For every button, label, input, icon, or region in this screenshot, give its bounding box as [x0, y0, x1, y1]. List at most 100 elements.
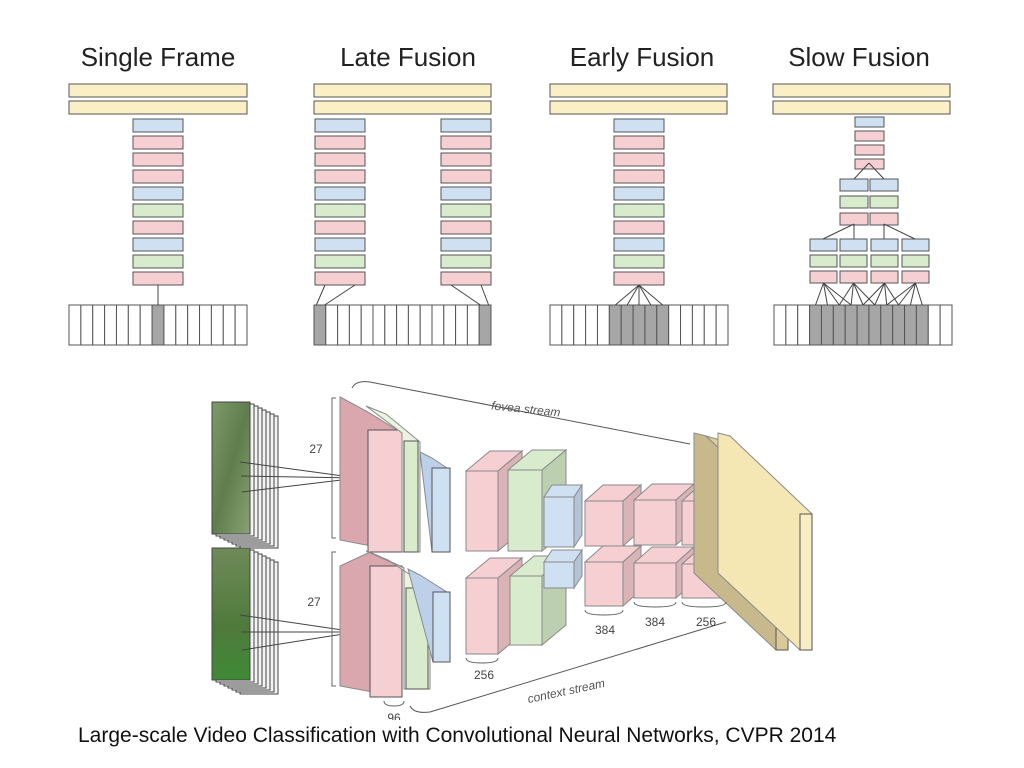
caption: Large-scale Video Classification with Co…	[78, 724, 837, 747]
frame-single-frame	[210, 304, 224, 346]
context-stream-label: context stream	[526, 676, 606, 706]
layer-late-fusion-right	[440, 237, 492, 252]
frame-slow-fusion	[785, 304, 799, 346]
layer-slow-fusion-low	[809, 254, 838, 268]
frame-single-frame	[151, 304, 165, 346]
frame-early-fusion	[561, 304, 575, 346]
frame-late-fusion	[384, 304, 398, 346]
frame-late-fusion	[466, 304, 480, 346]
layer-slow-fusion-mid	[869, 212, 899, 226]
connector-late	[315, 284, 326, 306]
frame-late-fusion	[313, 304, 327, 346]
bracket-384-b	[633, 601, 677, 608]
title-late-fusion: Late Fusion	[340, 42, 476, 72]
frame-early-fusion	[549, 304, 563, 346]
layer-early-fusion	[613, 152, 665, 167]
layer-single-frame	[132, 169, 184, 184]
frame-late-fusion	[325, 304, 339, 346]
context-conv3	[583, 544, 643, 608]
layer-late-fusion-left	[314, 237, 366, 252]
frame-single-frame	[234, 304, 248, 346]
connector-slow	[822, 223, 855, 240]
frame-early-fusion	[644, 304, 658, 346]
frame-single-frame	[115, 304, 129, 346]
frame-late-fusion	[443, 304, 457, 346]
connector-slow	[823, 282, 840, 306]
frame-late-fusion	[348, 304, 362, 346]
connector-slow	[884, 282, 888, 306]
fusion-diagram: Single Frame Late Fusion Early Fusion Sl…	[68, 42, 953, 720]
label-27-fovea: 27	[309, 442, 323, 456]
frame-slow-fusion	[797, 304, 811, 346]
fc-slab-2-side	[717, 432, 813, 651]
layer-single-frame	[132, 220, 184, 235]
fovea-bracket	[351, 381, 691, 445]
frame-late-fusion	[478, 304, 492, 346]
fc-bar-top	[68, 83, 248, 98]
layer-early-fusion	[613, 118, 665, 133]
context-conv3-front	[584, 561, 624, 607]
frame-slow-fusion	[868, 304, 882, 346]
frame-slow-fusion	[880, 304, 894, 346]
connector-slow	[815, 282, 824, 306]
bracket-256-b	[681, 601, 727, 608]
fc-bar-top	[772, 83, 951, 98]
bracket-384-a	[584, 609, 624, 616]
context-conv2-front	[465, 577, 499, 655]
fovea-conv3-front	[584, 500, 624, 547]
layer-late-fusion-left	[314, 118, 366, 133]
layer-early-fusion	[613, 271, 665, 286]
layer-slow-fusion-low	[809, 270, 838, 284]
fusion-architectures	[68, 83, 953, 346]
fovea-conv3	[583, 483, 643, 548]
layer-early-fusion	[613, 220, 665, 235]
layer-late-fusion-left	[314, 254, 366, 269]
frame-single-frame	[187, 304, 201, 346]
frame-early-fusion	[620, 304, 634, 346]
frame-early-fusion	[680, 304, 693, 346]
fc-bar-top	[313, 83, 492, 98]
frame-early-fusion	[585, 304, 598, 346]
bracket-27-context	[331, 551, 336, 687]
fovea-pool1-front	[431, 467, 451, 553]
layer-late-fusion-right	[440, 152, 492, 167]
fc-bar-bottom	[772, 100, 951, 115]
title-single-frame: Single Frame	[81, 42, 236, 72]
frame-slow-fusion	[892, 304, 906, 346]
layer-single-frame	[132, 254, 184, 269]
connector-slow	[898, 282, 916, 306]
frame-early-fusion	[691, 304, 705, 346]
fc-bar-bottom	[68, 100, 248, 115]
layer-early-fusion	[613, 237, 665, 252]
frame-slow-fusion	[856, 304, 870, 346]
connector-late	[480, 284, 490, 306]
connector-slow	[850, 282, 854, 306]
context-conv1-front	[369, 565, 403, 698]
connector-slow	[853, 162, 870, 180]
layer-single-frame	[132, 118, 184, 133]
connector-early	[626, 284, 640, 306]
layer-slow-fusion-mid	[839, 195, 869, 209]
layer-slow-fusion-low	[901, 270, 930, 284]
connector-slow	[909, 282, 916, 306]
fovea-norm2-front	[507, 469, 543, 552]
layer-late-fusion-left	[314, 169, 366, 184]
frame-single-frame	[199, 304, 212, 346]
fovea-input-connector	[241, 477, 359, 493]
layer-single-frame	[132, 135, 184, 150]
label-256-a: 256	[474, 668, 494, 682]
label-96: 96	[387, 711, 401, 720]
frame-early-fusion	[656, 304, 670, 346]
layer-late-fusion-right	[440, 220, 492, 235]
connector-slow	[868, 162, 885, 180]
layer-early-fusion	[613, 203, 665, 218]
fovea-stream-label: fovea stream	[491, 398, 561, 419]
frame-slow-fusion	[904, 304, 917, 346]
fovea-input-frames	[211, 401, 279, 549]
layer-late-fusion-right	[440, 135, 492, 150]
bracket-256-a	[465, 657, 499, 664]
layer-single-frame	[132, 203, 184, 218]
context-pool2	[543, 548, 583, 590]
connector-early	[638, 284, 664, 306]
